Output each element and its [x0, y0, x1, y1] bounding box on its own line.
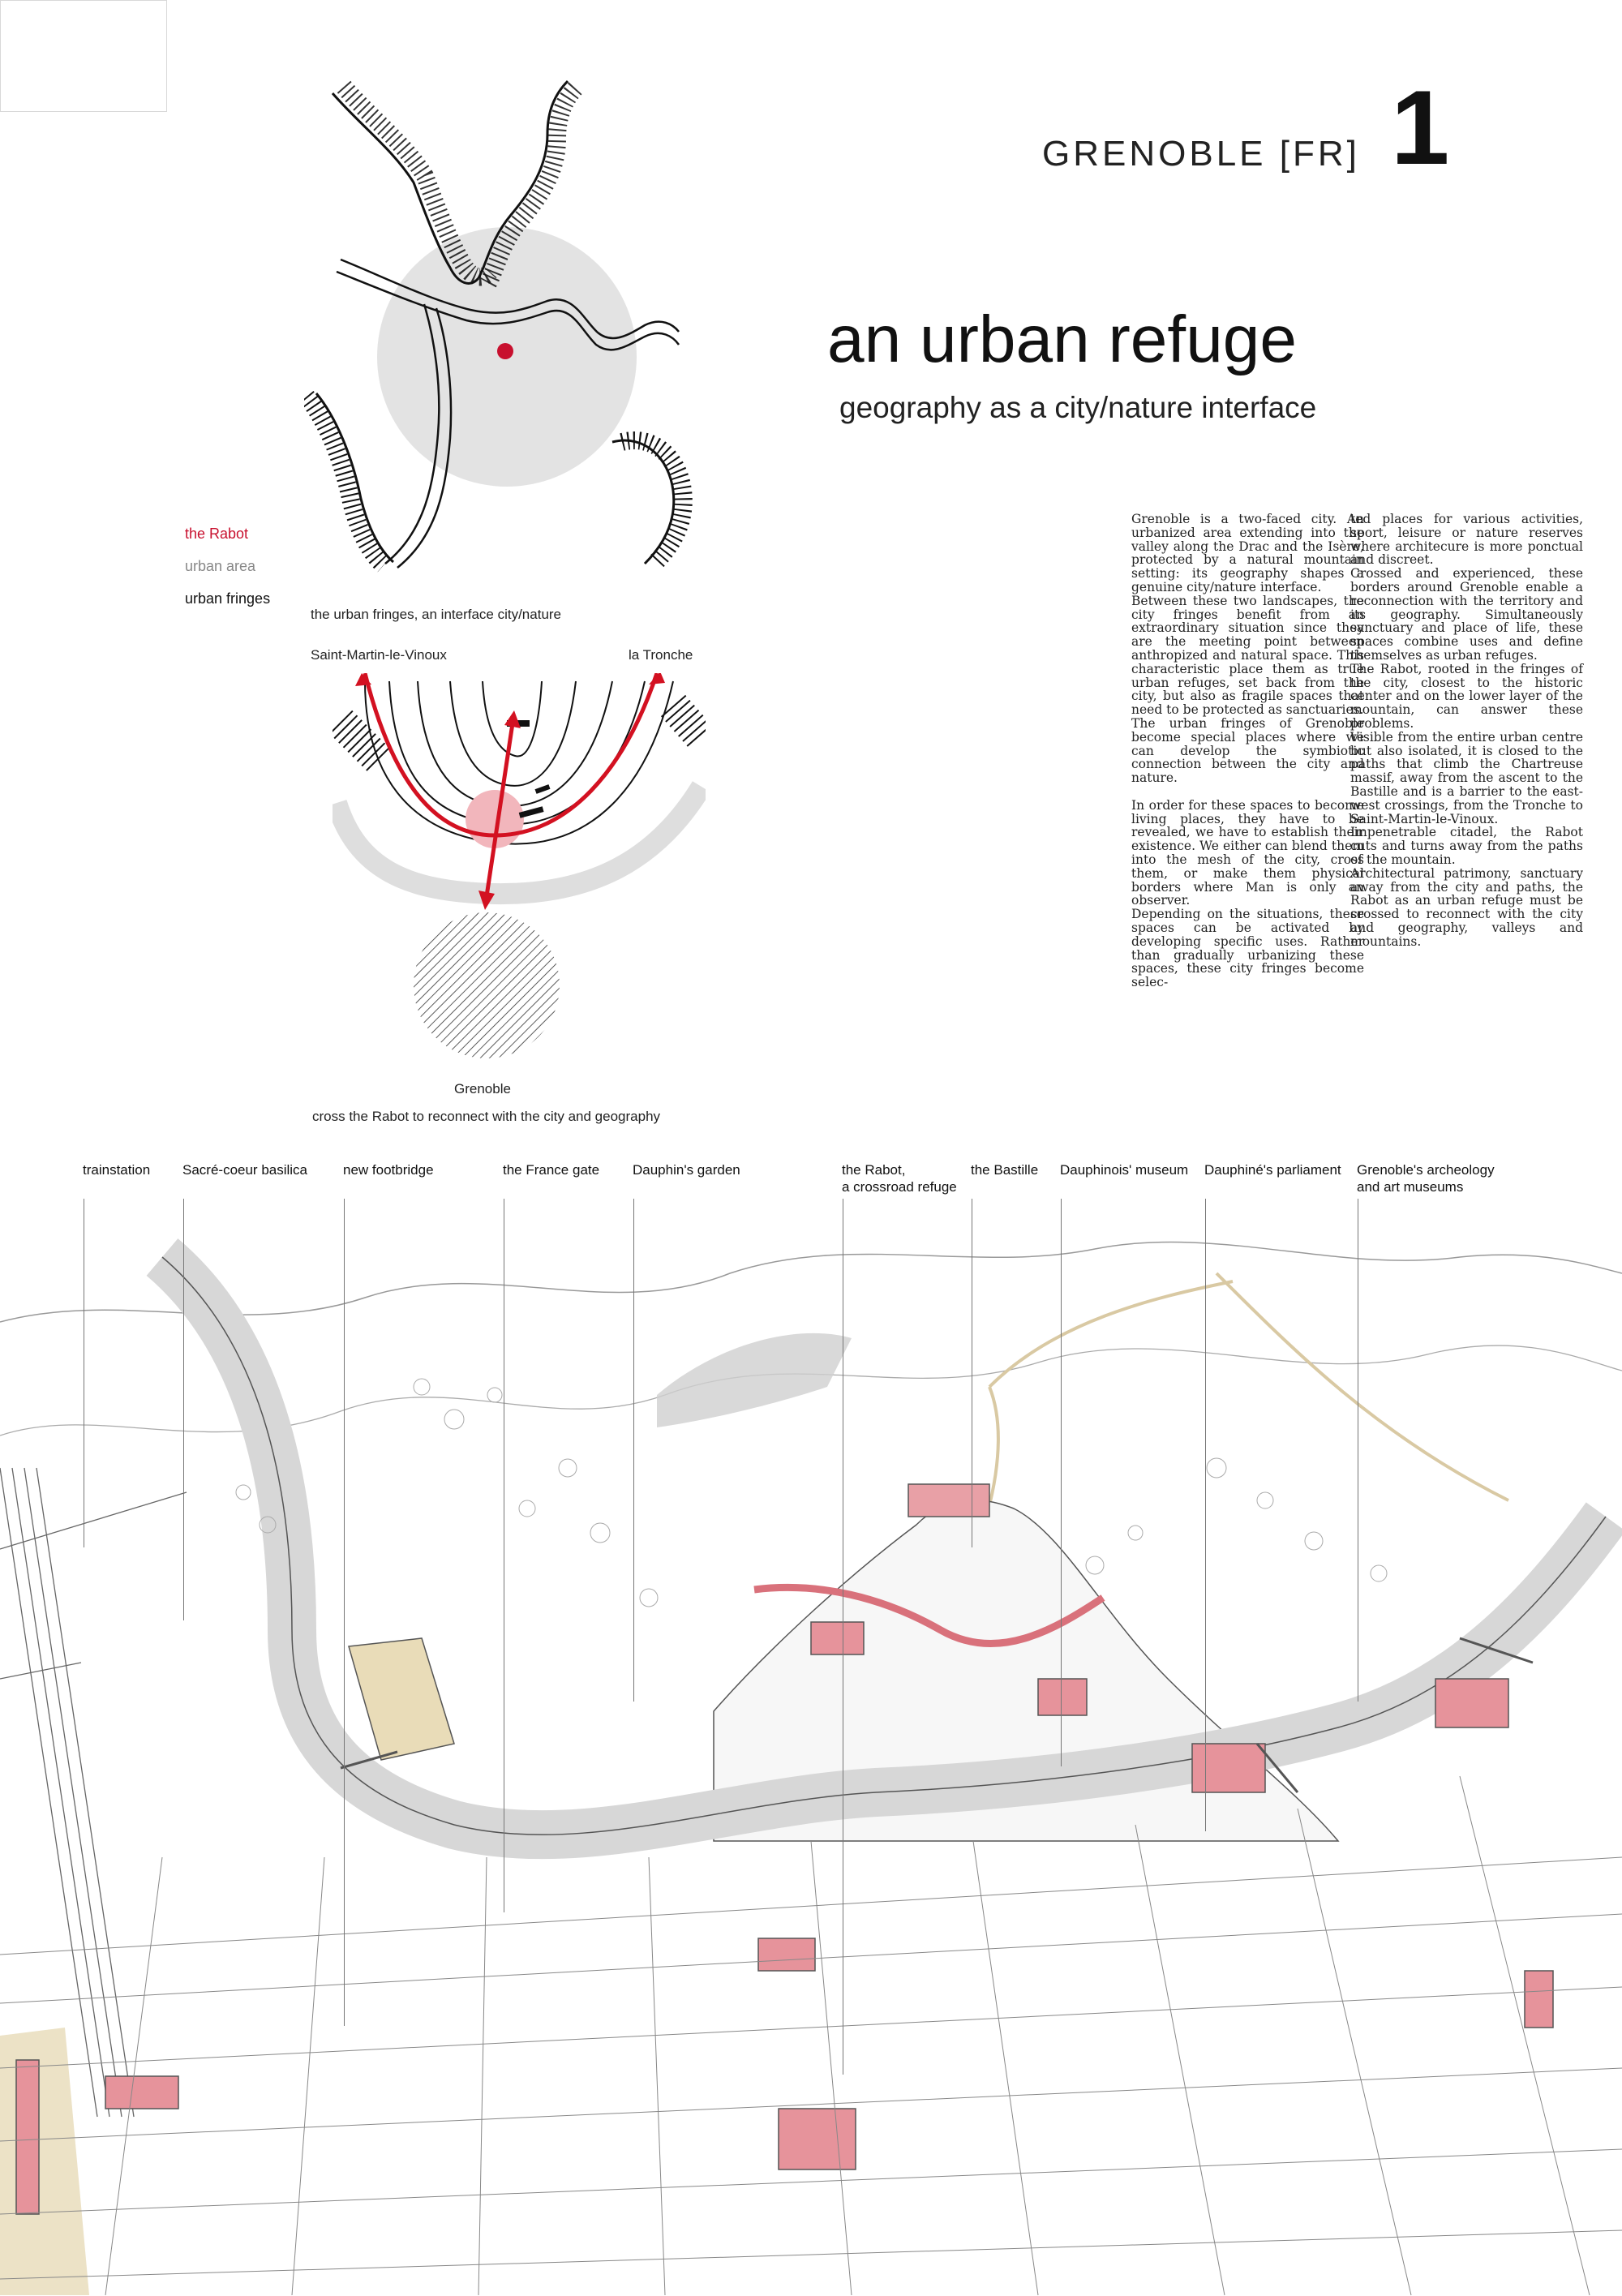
label-la-tronche: la Tronche — [629, 647, 693, 663]
trees — [235, 1378, 1388, 1607]
isere-river-edge — [161, 1256, 1607, 1835]
pano-label-footbridge: new footbridge — [343, 1162, 434, 1178]
text-column-1: Grenoble is a two-faced city. An urbaniz… — [1131, 512, 1364, 990]
contour-5 — [482, 680, 543, 757]
legend-rabot: the Rabot — [185, 526, 249, 542]
bridges — [340, 1637, 1534, 1793]
building-rabot — [518, 806, 544, 818]
river-band — [333, 781, 706, 905]
arrow-head-down — [478, 891, 495, 910]
mountain-ridge — [0, 1241, 1622, 1323]
building-rabot-2 — [534, 784, 551, 794]
arrow-vertical — [484, 723, 515, 897]
sheet-number: 1 — [1391, 68, 1450, 187]
fortification-wall — [753, 1583, 1105, 1648]
text-column-2: ted places for various activities, sport… — [1350, 512, 1583, 949]
highlight-buildings — [15, 1621, 1554, 2215]
corner-frame — [0, 0, 167, 112]
contour-3 — [417, 680, 613, 808]
fringes-diagram — [304, 79, 693, 573]
legend-urban-area: urban area — [185, 558, 256, 574]
pano-label-bastille: the Bastille — [971, 1162, 1039, 1178]
city-grid — [0, 1775, 1622, 2296]
crossing-diagram — [333, 673, 706, 1058]
park-field — [348, 1637, 455, 1761]
page-title: an urban refuge — [827, 303, 1298, 376]
mountain-right — [477, 79, 569, 279]
pano-label-dauphin-garden: Dauphin's garden — [633, 1162, 740, 1178]
mountain-left-hatch — [337, 80, 497, 286]
label-saint-martin: Saint-Martin-le-Vinoux — [311, 647, 447, 663]
arrow-head-left — [355, 673, 371, 686]
bastille-fort — [908, 1483, 990, 1517]
arrow-head-right — [649, 673, 665, 685]
fringe-bottom-left — [315, 393, 394, 564]
river-bank — [340, 258, 680, 340]
city-panorama — [0, 1238, 1622, 2296]
pano-label-dauphinois-museum: Dauphinois' museum — [1060, 1162, 1189, 1178]
slope-shadow — [657, 1333, 852, 1427]
arrow-head-up — [504, 710, 521, 728]
city-label: GRENOBLE [FR] — [1042, 134, 1360, 174]
river-fork-bank — [397, 307, 453, 569]
hatch-right — [660, 694, 706, 749]
leader-dauphin-garden — [633, 1199, 634, 1702]
pano-label-rabot: the Rabot, a crossroad refuge — [842, 1162, 957, 1195]
mountain-left — [331, 92, 480, 285]
legend-urban-fringes: urban fringes — [185, 590, 271, 607]
pano-label-france-gate: the France gate — [503, 1162, 600, 1178]
page-subtitle: geography as a city/nature interface — [839, 391, 1317, 424]
legend: the Rabot urban area urban fringes — [185, 517, 270, 615]
river-fork — [384, 303, 440, 564]
leader-parliament — [1205, 1199, 1206, 1831]
hatch-left — [333, 710, 393, 775]
label-grenoble: Grenoble — [454, 1081, 511, 1097]
fringe-bottom-left-hatch — [304, 390, 390, 573]
diagram2-caption: cross the Rabot to reconnect with the ci… — [312, 1109, 661, 1124]
fringe-bottom-right — [611, 439, 676, 565]
pano-label-trainstation: trainstation — [83, 1162, 151, 1178]
leader-sacre-coeur — [183, 1199, 184, 1620]
pano-label-parliament: Dauphiné's parliament — [1204, 1162, 1341, 1178]
rabot-marker — [497, 343, 513, 359]
leader-dauphinois-museum — [1061, 1199, 1062, 1766]
diagram1-caption: the urban fringes, an interface city/nat… — [311, 607, 562, 622]
grenoble-circle — [414, 912, 560, 1058]
contour-4 — [449, 680, 577, 787]
leader-footbridge — [344, 1199, 345, 2026]
pano-label-sacre-coeur: Sacré-coeur basilica — [182, 1162, 308, 1178]
pano-label-art-museums: Grenoble's archeology and art museums — [1357, 1162, 1495, 1195]
rail-tracks — [0, 1467, 187, 2118]
